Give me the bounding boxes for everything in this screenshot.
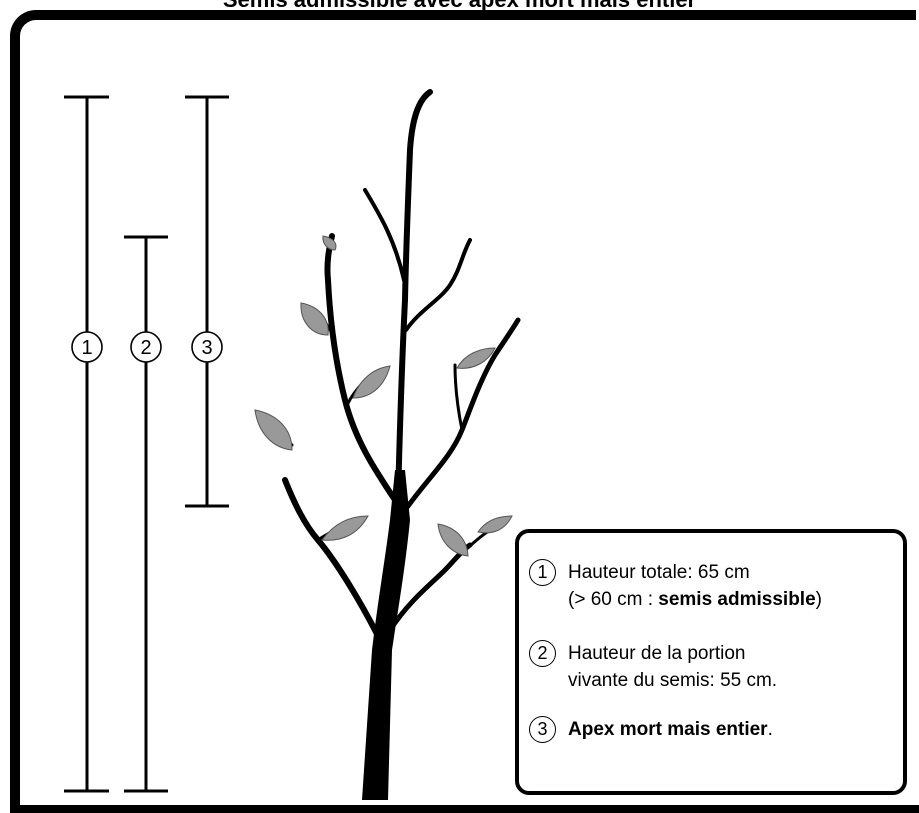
leaf [254, 409, 293, 451]
diagram-title: Semis admissible avec apex mort mais ent… [0, 0, 919, 14]
leaf [322, 235, 337, 251]
legend-line: vivante du semis: 55 cm. [568, 670, 778, 691]
tree-illustration [254, 89, 521, 800]
leaf [352, 365, 391, 399]
tree-trunk [362, 470, 410, 800]
measurement-bar-3 [185, 95, 229, 508]
legend-line: Apex mort mais entier. [568, 719, 773, 740]
leaf [456, 347, 496, 369]
marker-1-number: 1 [81, 337, 92, 359]
marker-2-number: 2 [140, 337, 151, 359]
measurement-bar-2 [124, 235, 168, 793]
leaf [321, 515, 369, 541]
marker-3-number: 3 [201, 337, 212, 359]
legend-line: (> 60 cm : semis admissible) [568, 589, 822, 610]
frame-bottom-edge [10, 805, 919, 813]
legend-box: 1 Hauteur totale: 65 cm (> 60 cm : semis… [515, 529, 907, 795]
legend-text-1: Hauteur totale: 65 cm (> 60 cm : semis a… [568, 559, 822, 613]
legend-number-3: 3 [529, 716, 556, 743]
legend-number-1: 1 [529, 559, 556, 586]
leaf [477, 515, 513, 534]
frame-border [10, 10, 916, 813]
legend-text-2: Hauteur de la portion vivante du semis: … [568, 640, 777, 694]
legend-line: Hauteur totale: 65 cm [568, 562, 750, 583]
leaf [300, 302, 329, 336]
legend-line: Hauteur de la portion [568, 643, 746, 664]
marker-3: 3 [191, 331, 223, 363]
marker-1: 1 [71, 331, 103, 363]
legend-number-2: 2 [529, 640, 556, 667]
tree-leaves [254, 235, 513, 557]
leaf [437, 523, 469, 557]
legend-text-3: Apex mort mais entier. [568, 716, 773, 743]
marker-2: 2 [130, 331, 162, 363]
measurement-bar-1 [64, 95, 109, 793]
